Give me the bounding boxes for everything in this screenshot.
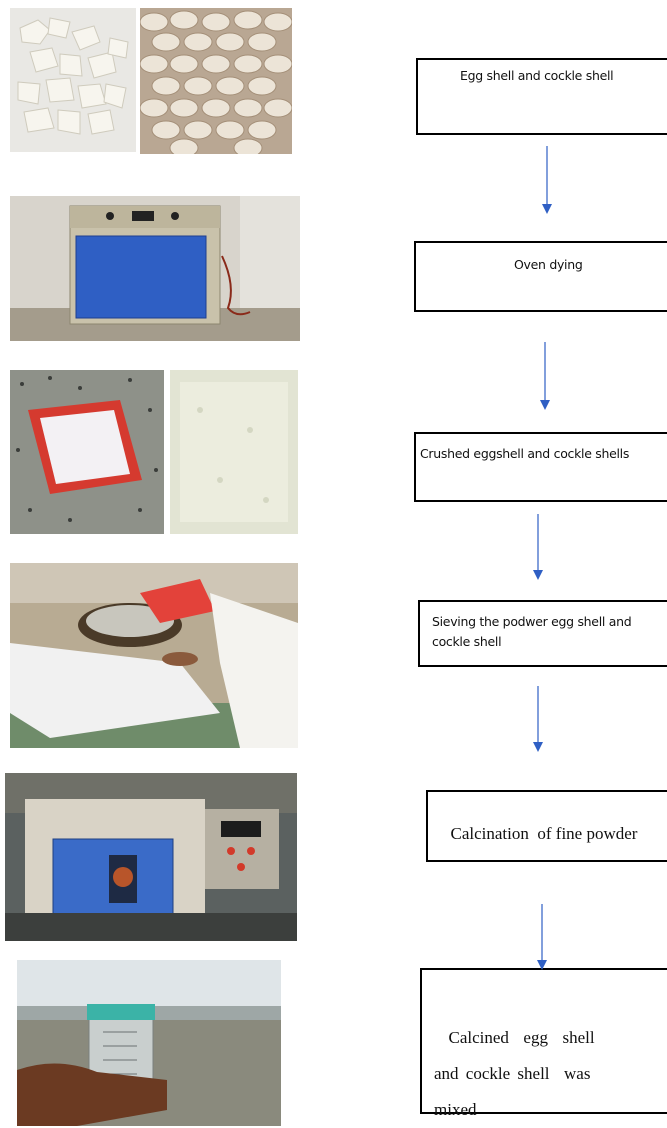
arrow-step-3-to-4 bbox=[532, 514, 544, 580]
step-2-label: Oven dying bbox=[514, 257, 583, 272]
step-1-label: Egg shell and cockle shell bbox=[460, 68, 614, 83]
step-5-label: Calcination of fine powder bbox=[450, 824, 638, 843]
sieving-photo bbox=[10, 563, 298, 748]
drying-oven-photo bbox=[10, 196, 300, 341]
arrow-step-2-to-3 bbox=[539, 342, 551, 410]
step-2-box: Oven dying bbox=[414, 241, 667, 312]
step-4-box: Sieving the podwer egg shell and cockle … bbox=[418, 600, 667, 667]
shell-powder-photo bbox=[170, 370, 298, 534]
eggshell-flakes-photo bbox=[10, 8, 136, 152]
arrow-step-5-to-6 bbox=[536, 904, 548, 970]
step-6-box: Calcined egg shell and cockle shell was … bbox=[420, 968, 667, 1119]
muffle-furnace-photo bbox=[5, 773, 297, 941]
cockle-shells-photo bbox=[140, 8, 292, 154]
step-4-label: Sieving the podwer egg shell and cockle … bbox=[432, 614, 632, 649]
step-3-box: Crushed eggshell and cockle shells bbox=[414, 432, 667, 502]
mixed-powder-container-photo bbox=[17, 960, 281, 1126]
arrow-step-4-to-5 bbox=[532, 686, 544, 752]
step-6-label: Calcined egg shell and cockle shell was … bbox=[434, 1028, 602, 1119]
step-3-label: Crushed eggshell and cockle shells bbox=[420, 446, 630, 461]
step-5-box: Calcination of fine powder bbox=[426, 790, 667, 862]
step-1-box: Egg shell and cockle shell bbox=[416, 58, 667, 135]
crushed-shells-tray-photo bbox=[10, 370, 164, 534]
arrow-step-1-to-2 bbox=[541, 146, 553, 214]
